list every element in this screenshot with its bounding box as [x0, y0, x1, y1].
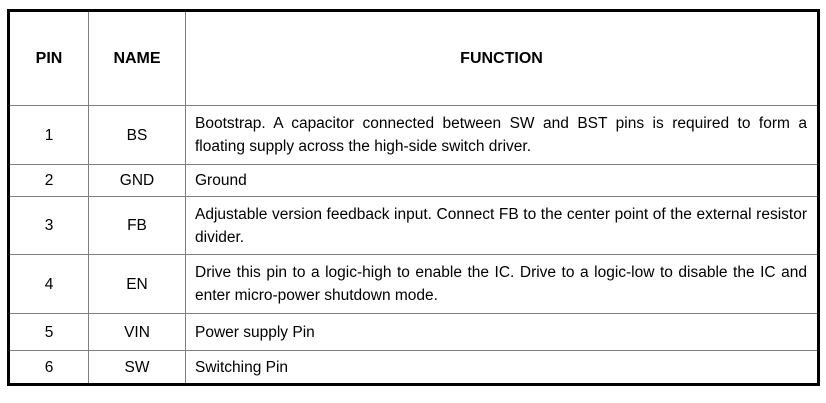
name-cell: GND [88, 164, 186, 197]
function-cell: Adjustable version feedback input. Conne… [185, 196, 819, 255]
pin-cell: 6 [8, 350, 89, 385]
name-cell: FB [88, 196, 186, 255]
name-cell: SW [88, 350, 186, 385]
pin-cell: 2 [8, 164, 89, 197]
pin-cell: 1 [8, 105, 89, 165]
header-function: FUNCTION [185, 10, 819, 106]
pin-cell: 5 [8, 313, 89, 351]
name-cell: EN [88, 254, 186, 314]
name-cell: BS [88, 105, 186, 165]
function-cell: Power supply Pin [185, 313, 819, 351]
pin-cell: 4 [8, 254, 89, 314]
name-cell: VIN [88, 313, 186, 351]
table-row: 4 EN Drive this pin to a logic-high to e… [8, 254, 819, 314]
table-row: 5 VIN Power supply Pin [8, 313, 819, 351]
function-cell: Switching Pin [185, 350, 819, 385]
table-row: 1 BS Bootstrap. A capacitor connected be… [8, 105, 819, 165]
table-row: 3 FB Adjustable version feedback input. … [8, 196, 819, 255]
table-row: 6 SW Switching Pin [8, 350, 819, 385]
table-row: 2 GND Ground [8, 164, 819, 197]
function-cell: Bootstrap. A capacitor connected between… [185, 105, 819, 165]
pin-cell: 3 [8, 196, 89, 255]
table-header-row: PIN NAME FUNCTION [8, 10, 819, 106]
function-cell: Ground [185, 164, 819, 197]
function-cell: Drive this pin to a logic-high to enable… [185, 254, 819, 314]
header-pin: PIN [8, 10, 89, 106]
pin-function-table: PIN NAME FUNCTION 1 BS Bootstrap. A capa… [7, 9, 820, 386]
header-name: NAME [88, 10, 186, 106]
